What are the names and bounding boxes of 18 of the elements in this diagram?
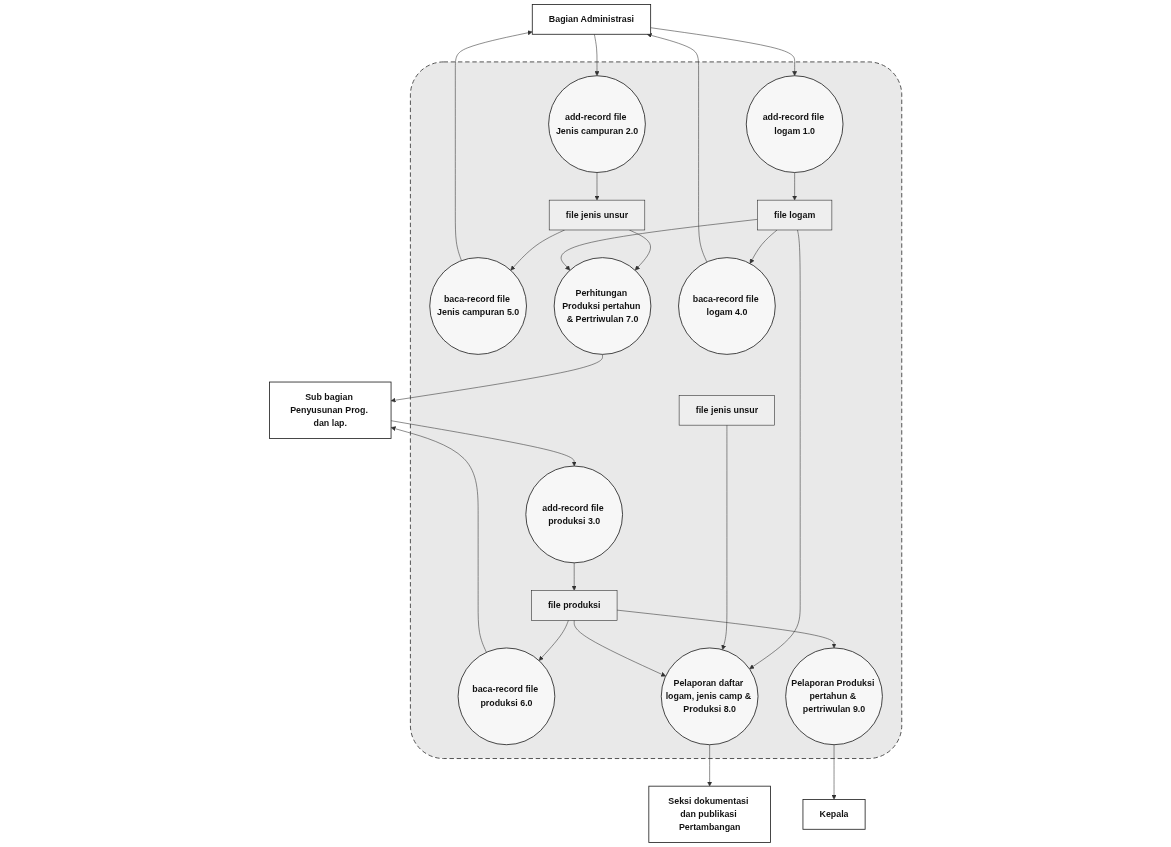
node-box: file produksi (530, 590, 618, 621)
node-circle: Pelaporan daftar logam, jenis camp & Produksi 8.0 (660, 647, 759, 746)
node-box: file jenis unsur (678, 395, 775, 426)
node-circle: Perhitungan Produksi pertahun & Pertriwulan 7.0 (553, 257, 652, 355)
node-circle: Pelaporan Produksi pertahun & pertriwulan 9.0 (785, 647, 883, 746)
node-circle: baca-record file produksi 6.0 (457, 647, 556, 746)
node-circle: add-record file Jenis campuran 2.0 (548, 75, 646, 173)
node-box: Sub bagian Penyusunan Prog. dan lap. (268, 381, 392, 439)
node-circle: baca-record file logam 4.0 (678, 257, 776, 355)
node-circle: add-record file produksi 3.0 (525, 465, 623, 564)
node-box: file logam (757, 199, 833, 231)
node-box: file jenis unsur (548, 199, 645, 231)
node-circle: baca-record file Jenis campuran 5.0 (429, 257, 527, 355)
node-box: Kepala (802, 799, 866, 830)
node-box: Seksi dokumentasi dan publikasi Pertambangan (648, 785, 771, 843)
cluster (409, 61, 903, 759)
node-circle: add-record file logam 1.0 (745, 75, 844, 173)
node-box: Bagian Administrasi (531, 4, 651, 35)
